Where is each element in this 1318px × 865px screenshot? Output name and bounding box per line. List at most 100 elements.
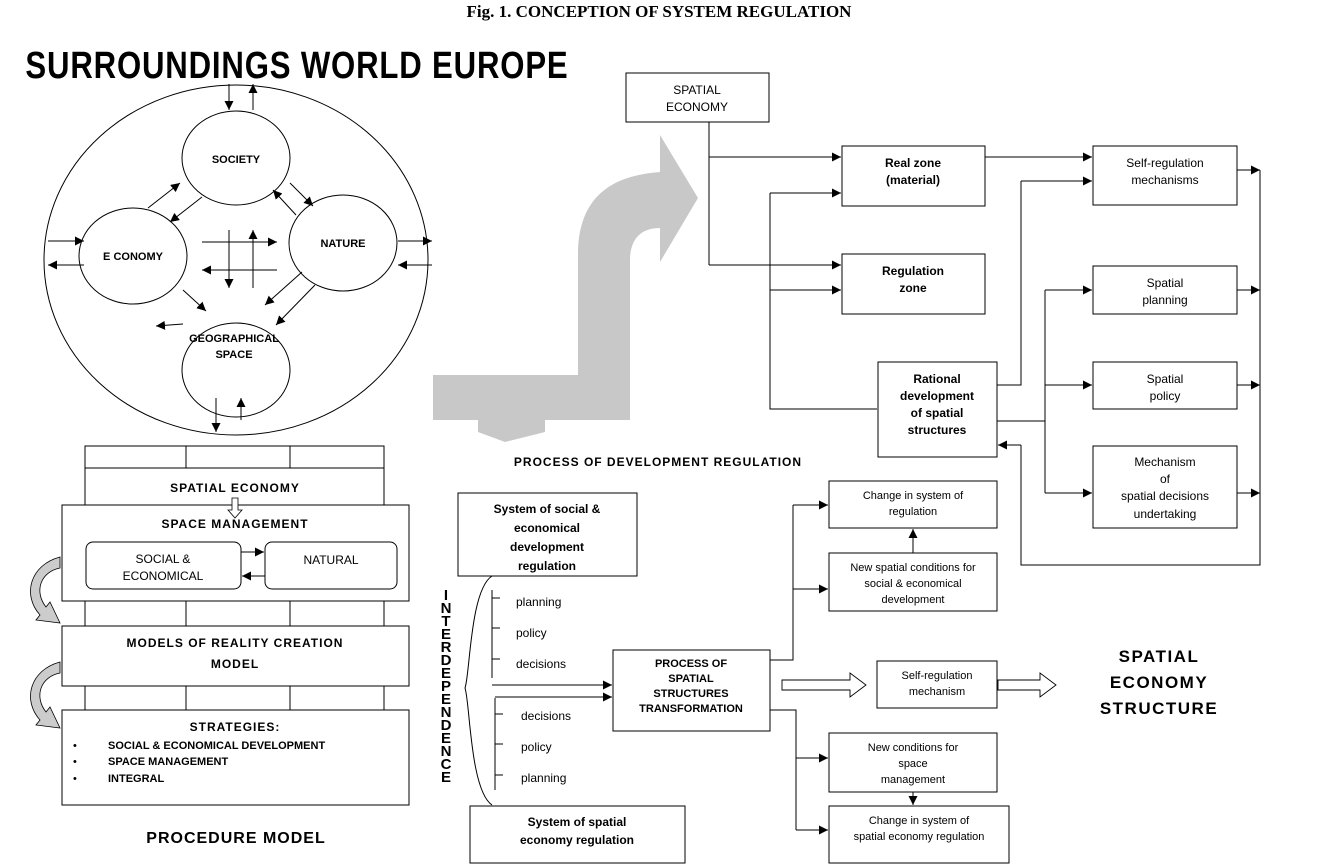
social-system-3: development (510, 540, 584, 554)
social-label-2: ECONOMICAL (123, 569, 204, 583)
geo-label-1: GEOGRAPHICAL (189, 333, 279, 345)
spatial-policy-2: policy (1150, 389, 1181, 403)
structure-3: STRUCTURE (1100, 699, 1218, 718)
world-title: SURROUNDINGS WORLD EUROPE (25, 45, 568, 87)
inter-letter-4: R (441, 639, 452, 656)
inter-letter-2: T (441, 613, 450, 630)
change-spatial-box (828, 805, 1010, 864)
nature-circle (288, 194, 398, 292)
self-reg-mechanism-box (876, 660, 998, 709)
self-mech-2: mechanism (909, 686, 965, 698)
strategies-box (61, 709, 410, 806)
real-zone-2: (material) (886, 173, 940, 187)
models-label-1: MODELS OF REALITY CREATION (127, 636, 344, 650)
spatial-planning-1: Spatial (1147, 276, 1184, 290)
spatial-top-2: ECONOMY (666, 100, 728, 114)
new-spatial-1: New spatial conditions for (850, 562, 976, 574)
spatial-planning-2: planning (1142, 293, 1187, 307)
social-system-1: System of social & (494, 502, 601, 516)
change-reg-2: regulation (889, 506, 937, 518)
new-spatial-conditions-box (828, 552, 998, 612)
spatial-system-box (469, 805, 686, 864)
inter-letter-0: I (444, 587, 448, 604)
change-sp-1: Change in system of (869, 815, 970, 827)
inter-letter-7: P (441, 678, 451, 695)
mechanism-1: Mechanism (1134, 455, 1195, 469)
regulation-zone-2: zone (899, 281, 927, 295)
social-system-4: regulation (518, 559, 576, 573)
inter-letter-14: E (441, 769, 451, 786)
spatial-economy-top-box (625, 72, 770, 123)
economy-label: E CONOMY (103, 251, 164, 263)
models-label-2: MODEL (211, 657, 259, 671)
new-spatial-3: development (882, 594, 945, 606)
new-cond-1: New conditions for (868, 742, 959, 754)
spatial-economy-label: SPATIAL ECONOMY (170, 481, 300, 495)
figure-title: Fig. 1. CONCEPTION OF SYSTEM REGULATION (467, 2, 853, 21)
hollow-arrow-1 (781, 672, 867, 698)
rational-box (877, 361, 998, 458)
self-regulation-box (1092, 145, 1238, 206)
bullet-1: • (73, 740, 77, 752)
strategies-title: STRATEGIES: (190, 720, 281, 734)
social-label-1: SOCIAL & (136, 552, 191, 566)
social-economical-box (85, 541, 242, 590)
circle-arrows (48, 84, 432, 432)
spatial-planning-box (1092, 265, 1238, 315)
spatial-top-1: SPATIAL (673, 83, 721, 97)
inter-letter-1: N (441, 600, 452, 617)
change-sp-2: spatial economy regulation (854, 831, 985, 843)
self-reg-2: mechanisms (1131, 173, 1198, 187)
process-2: SPATIAL (668, 673, 714, 685)
mechanism-3: spatial decisions (1121, 489, 1209, 503)
new-conditions-box (828, 732, 998, 793)
feedback-arrows (30, 556, 61, 729)
models-box (61, 625, 410, 687)
inter-letter-11: E (441, 730, 451, 747)
process-box (612, 649, 771, 732)
mechanism-box (1092, 445, 1238, 529)
grid-row-2 (84, 685, 385, 711)
inter-letter-12: N (441, 743, 452, 760)
top-right-connectors (708, 122, 1261, 566)
strategy-3: INTEGRAL (108, 773, 165, 785)
social-system-box (457, 492, 638, 577)
society-circle (181, 110, 291, 206)
inter-letter-9: N (441, 704, 452, 721)
self-reg-1: Self-regulation (1126, 156, 1203, 170)
process-3: STRUCTURES (653, 688, 728, 700)
real-zone-box (841, 145, 986, 207)
rational-4: structures (908, 423, 967, 437)
new-cond-3: management (881, 774, 945, 786)
mechanism-2: of (1160, 472, 1171, 486)
self-mech-1: Self-regulation (902, 670, 973, 682)
mechanism-4: undertaking (1134, 507, 1197, 521)
natural-label: NATURAL (303, 553, 358, 567)
spatial-policy-1: Spatial (1147, 372, 1184, 386)
procedure-model-label: PROCEDURE MODEL (146, 830, 325, 847)
space-management-label: SPACE MANAGEMENT (161, 517, 308, 531)
inter-letter-3: E (441, 626, 451, 643)
hollow-arrow-2 (997, 672, 1057, 698)
process-1: PROCESS OF (655, 658, 727, 670)
interdependence-label: I N T E R D E P E N D E N C E (441, 587, 452, 786)
natural-box (264, 541, 398, 590)
spatial-system-1: System of spatial (528, 815, 627, 829)
inter-letter-5: D (441, 652, 452, 669)
grid-row-1 (84, 600, 385, 627)
spatial-system-2: economy regulation (520, 833, 634, 847)
lower-item-3: planning (521, 771, 566, 785)
world-ellipse (43, 84, 429, 436)
rational-3: of spatial (911, 406, 964, 420)
item-ticks (491, 590, 503, 790)
rational-2: development (900, 389, 974, 403)
lower-item-1: decisions (521, 709, 571, 723)
process-connectors (770, 500, 918, 835)
geo-label-2: SPACE (215, 349, 252, 361)
real-zone-1: Real zone (885, 156, 941, 170)
process-dev-label: PROCESS OF DEVELOPMENT REGULATION (514, 455, 802, 469)
regulation-zone-1: Regulation (882, 264, 944, 278)
structure-2: ECONOMY (1110, 673, 1208, 692)
